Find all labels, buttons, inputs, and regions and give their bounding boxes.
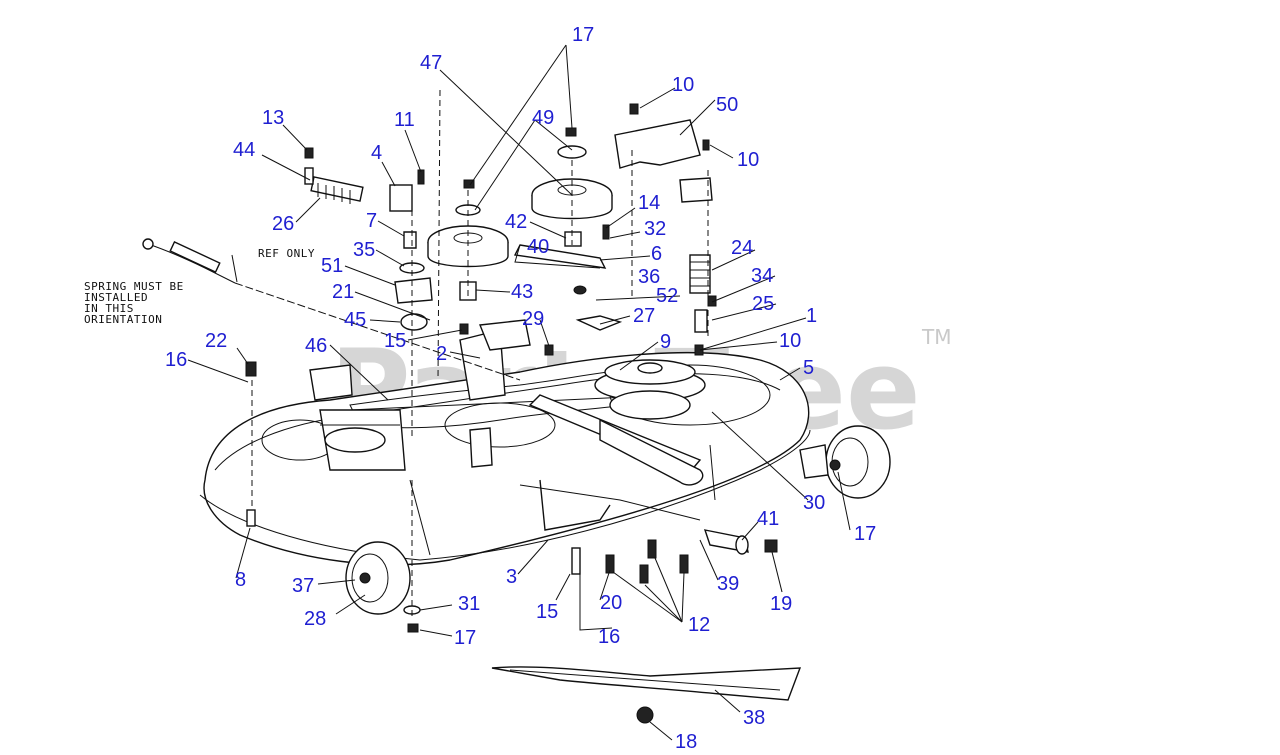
callout-49: 49	[532, 107, 554, 129]
callout-26: 26	[272, 213, 294, 235]
spacer-7	[403, 231, 417, 249]
spring-24	[689, 254, 711, 294]
callout-25: 25	[752, 293, 774, 315]
deck-bracket-front	[469, 427, 493, 468]
callout-1: 1	[806, 305, 817, 327]
callout-10-lower: 10	[779, 330, 801, 352]
callout-36: 36	[638, 266, 660, 288]
callout-42: 42	[505, 211, 527, 233]
callouts: 17 47 10 50 49 13 11 44 4 10 26 14 42 7 …	[165, 24, 876, 753]
callout-46: 46	[305, 335, 327, 357]
spring-27	[575, 315, 623, 331]
callout-44: 44	[233, 139, 255, 161]
callout-18: 18	[675, 731, 697, 753]
washer-49	[557, 145, 587, 159]
callout-2: 2	[436, 343, 447, 365]
callout-17-right: 17	[854, 523, 876, 545]
callout-7: 7	[366, 210, 377, 232]
callout-30: 30	[803, 492, 825, 514]
callout-43: 43	[511, 281, 533, 303]
callout-4: 4	[371, 142, 382, 164]
bracket-2	[479, 319, 531, 351]
callout-40: 40	[527, 236, 549, 258]
bracket-small	[679, 177, 713, 203]
watermark-trademark: TM	[921, 325, 951, 349]
bearing-45	[400, 313, 428, 331]
callout-8: 8	[235, 569, 246, 591]
callout-17-bottom: 17	[454, 627, 476, 649]
callout-22: 22	[205, 330, 227, 352]
callout-11: 11	[394, 109, 415, 131]
callout-12: 12	[688, 614, 710, 636]
blade-nut-18	[636, 706, 654, 724]
leader-lines	[187, 44, 851, 741]
mower-blade	[491, 666, 802, 701]
deck-bracket-left	[309, 364, 353, 401]
note-spring-line1: SPRING MUST BE	[84, 280, 184, 293]
assembly-lines	[251, 89, 709, 620]
callout-19: 19	[770, 593, 792, 615]
plate-51	[394, 277, 433, 304]
callout-17-top: 17	[572, 24, 594, 46]
note-spring-line4: ORIENTATION	[84, 313, 162, 326]
callout-10-top: 10	[672, 74, 694, 96]
center-spindle-pulley	[594, 359, 706, 420]
callout-37: 37	[292, 575, 314, 597]
bracket-4	[389, 184, 413, 212]
callout-3: 3	[506, 566, 517, 588]
callout-6: 6	[651, 243, 662, 265]
callout-16-left: 16	[165, 349, 187, 371]
anti-scalp-wheel-right	[799, 425, 891, 499]
callout-14: 14	[638, 192, 660, 214]
callout-32: 32	[644, 218, 666, 240]
callout-39: 39	[717, 573, 739, 595]
anti-scalp-wheel-left	[345, 541, 411, 615]
callout-29: 29	[522, 308, 544, 330]
front-hanger-rod-2	[519, 484, 701, 521]
control-cable	[142, 238, 521, 381]
callout-47: 47	[420, 52, 442, 74]
callout-31: 31	[458, 593, 480, 615]
callout-24: 24	[731, 237, 753, 259]
bracket-50	[614, 119, 701, 169]
callout-5: 5	[803, 357, 814, 379]
note-ref-only: REF ONLY	[258, 247, 315, 260]
callout-15-upper: 15	[384, 330, 406, 352]
spacer-42	[564, 231, 582, 247]
callout-38: 38	[743, 707, 765, 729]
spring-44	[304, 167, 364, 204]
callout-20: 20	[600, 592, 622, 614]
callout-15-lower: 15	[536, 601, 558, 623]
callout-41: 41	[757, 508, 779, 530]
front-hanger-rod	[539, 479, 611, 531]
callout-16-bottom: 16	[598, 626, 620, 648]
note-spring-line3: IN THIS	[84, 302, 134, 315]
callout-50: 50	[716, 94, 738, 116]
callout-34: 34	[751, 265, 773, 287]
callout-21: 21	[332, 281, 354, 303]
bushing-25	[694, 309, 708, 333]
callout-35: 35	[353, 239, 375, 261]
idler-arm-6	[513, 244, 607, 269]
callout-52: 52	[656, 285, 678, 307]
idler-pulley-large	[531, 178, 613, 220]
callout-10-right: 10	[737, 149, 759, 171]
callout-9: 9	[660, 331, 671, 353]
callout-28: 28	[304, 608, 326, 630]
callout-51: 51	[321, 255, 343, 277]
bolt-head-36	[573, 285, 587, 295]
note-spring-line2: INSTALLED	[84, 291, 148, 304]
callout-13: 13	[262, 107, 284, 129]
callout-27: 27	[633, 305, 655, 327]
left-spindle-housing	[319, 409, 406, 471]
callout-45: 45	[344, 309, 366, 331]
